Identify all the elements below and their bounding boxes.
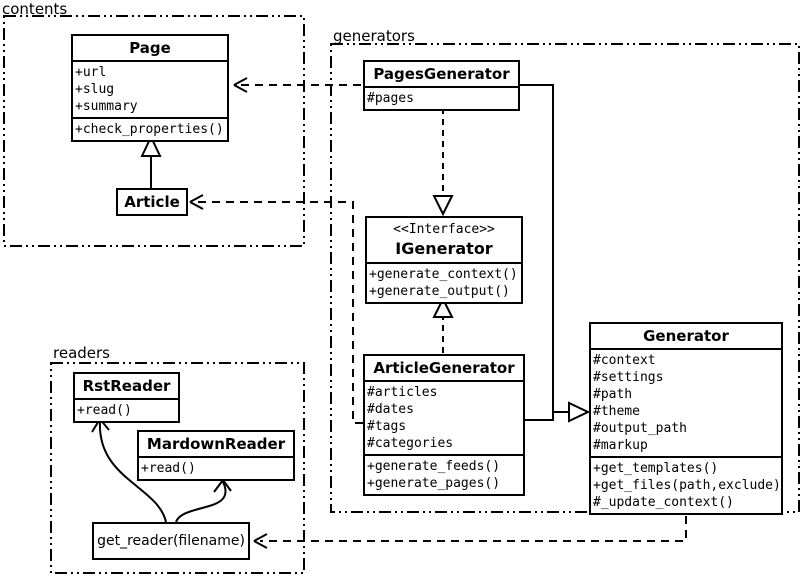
- class-page-methods: +check_properties(): [73, 119, 227, 140]
- attribute: +slug: [75, 82, 115, 97]
- arrow-triangle-igenerator-top: [432, 195, 454, 217]
- attribute: #theme: [593, 404, 640, 419]
- package-border-readers: [50, 362, 305, 574]
- method: +get_files(path,exclude): [593, 478, 781, 493]
- attribute: #tags: [367, 419, 407, 434]
- method: +generate_pages(): [367, 476, 501, 491]
- class-articlegenerator-attributes: #articles #dates #tags #categories: [365, 382, 523, 456]
- class-mardownreader-methods: +read(): [139, 458, 293, 479]
- function-box-get-reader: get_reader(filename): [92, 522, 250, 560]
- arrow-open-page: [233, 77, 248, 93]
- class-generator-attributes: #context #settings #path #theme #output_…: [591, 350, 781, 458]
- arrow-triangle-page: [140, 134, 162, 157]
- class-generator-methods: +get_templates() +get_files(path,exclude…: [591, 458, 781, 513]
- attribute: +summary: [75, 99, 138, 114]
- package-border-generators: [330, 43, 800, 513]
- class-articlegenerator: ArticleGenerator #articles #dates #tags …: [363, 354, 525, 496]
- arrow-triangle-generator: [568, 401, 591, 423]
- class-articlegenerator-name: ArticleGenerator: [365, 356, 523, 382]
- package-label-generators: generators: [333, 27, 415, 45]
- class-igenerator-methods: +generate_context() +generate_output(): [367, 264, 521, 302]
- edge-generator-depends-getreader: [260, 502, 687, 542]
- class-mardownreader-name: MardownReader: [139, 432, 293, 458]
- package-label-readers: readers: [53, 344, 110, 362]
- class-pagesgenerator-attributes: #pages: [365, 88, 518, 109]
- class-generator: Generator #context #settings #path #them…: [589, 322, 783, 515]
- method: #_update_context(): [593, 495, 734, 510]
- class-mardownreader: MardownReader +read(): [137, 430, 295, 481]
- class-article-name: Article: [124, 193, 180, 211]
- method: +check_properties(): [75, 122, 224, 137]
- arrow-open-mardownreader: [213, 479, 232, 493]
- class-rstreader-name: RstReader: [75, 374, 178, 400]
- method: +generate_feeds(): [367, 459, 501, 474]
- attribute: #path: [593, 387, 633, 402]
- attribute: #markup: [593, 438, 648, 453]
- package-label-contents: contents: [2, 0, 68, 18]
- class-page: Page +url +slug +summary +check_properti…: [71, 34, 229, 142]
- class-pagesgenerator-name: PagesGenerator: [365, 62, 518, 88]
- attribute: #context: [593, 353, 656, 368]
- class-rstreader: RstReader +read(): [73, 372, 180, 423]
- attribute: #settings: [593, 370, 664, 385]
- class-igenerator-name: IGenerator: [395, 239, 493, 258]
- attribute: #dates: [367, 402, 414, 417]
- method: +read(): [141, 461, 196, 476]
- attribute: #categories: [367, 436, 454, 451]
- class-page-attributes: +url +slug +summary: [73, 62, 227, 119]
- attribute: #articles: [367, 385, 438, 400]
- method: +get_templates(): [593, 461, 719, 476]
- class-article: Article: [116, 188, 188, 216]
- edge-getreader-rstreader: [98, 420, 167, 523]
- class-igenerator-stereotype: <<Interface>>: [393, 222, 495, 237]
- edge-getreader-mardownreader: [175, 481, 227, 523]
- arrow-open-getreader: [253, 533, 268, 549]
- attribute: #output_path: [593, 421, 687, 436]
- edge-pagesgenerator-extends-generator: [520, 84, 554, 421]
- class-pagesgenerator: PagesGenerator #pages: [363, 60, 520, 111]
- arrow-open-article: [189, 194, 204, 210]
- method: +generate_context(): [369, 267, 518, 282]
- method: +generate_output(): [369, 284, 510, 299]
- package-border-contents: [3, 15, 305, 247]
- method: +read(): [77, 403, 132, 418]
- class-page-name: Page: [73, 36, 227, 62]
- attribute: #pages: [367, 91, 414, 106]
- class-articlegenerator-methods: +generate_feeds() +generate_pages(): [365, 456, 523, 494]
- class-igenerator-header: <<Interface>> IGenerator: [367, 218, 521, 264]
- class-generator-name: Generator: [591, 324, 781, 350]
- class-rstreader-methods: +read(): [75, 400, 178, 421]
- edge-articlegenerator-depends-article: [194, 201, 363, 424]
- attribute: +url: [75, 65, 107, 80]
- arrow-triangle-igenerator-bottom: [432, 296, 454, 318]
- class-igenerator: <<Interface>> IGenerator +generate_conte…: [365, 216, 523, 304]
